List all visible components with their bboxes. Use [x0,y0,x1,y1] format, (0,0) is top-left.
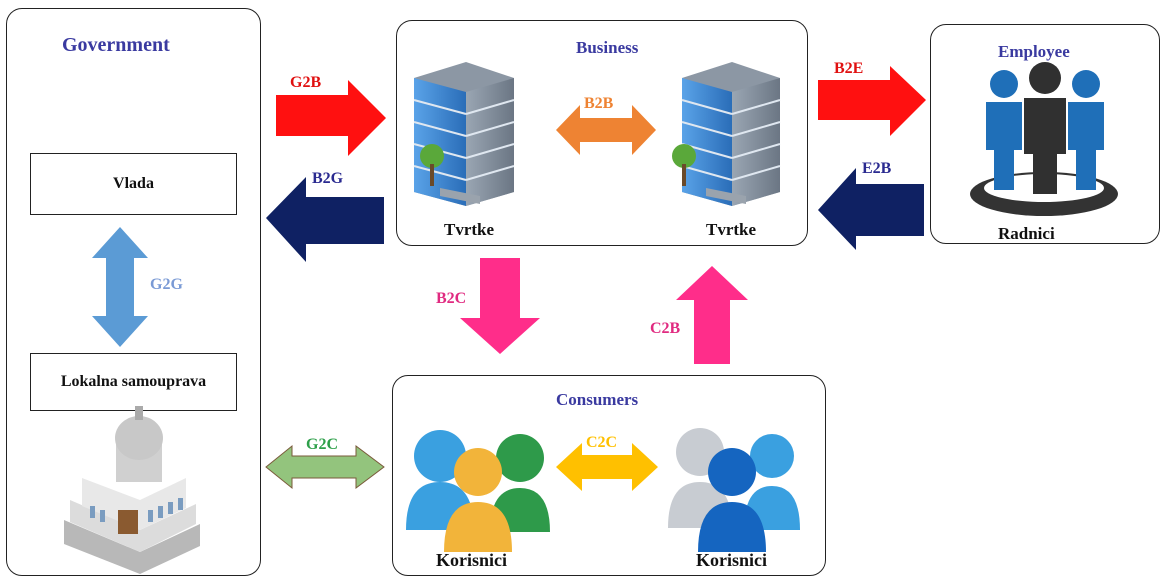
consumers-left-label: Korisnici [436,550,507,570]
consumer-group-icon-right [668,428,800,552]
g2c-arrow [265,444,385,490]
consumers-title: Consumers [556,390,639,409]
lokalna-samouprava-box: Lokalna samouprava [30,353,237,411]
g2c-label: G2C [306,436,338,453]
g2g-label: G2G [150,276,183,293]
government-title: Government [62,34,170,56]
c2c-arrow [556,443,658,491]
g2g-arrow [92,227,148,347]
b2c-label: B2C [436,290,467,307]
employee-group-icon [970,62,1118,216]
vlada-box: Vlada [30,153,237,215]
capitol-building-icon [64,406,200,574]
b2e-arrow [818,66,926,136]
business-left-label: Tvrtke [444,220,495,239]
consumers-right-label: Korisnici [696,550,767,570]
business-right-label: Tvrtke [706,220,757,239]
office-building-icon-left [413,62,515,206]
b2b-label: B2B [584,95,614,112]
b2e-label: B2E [834,60,864,77]
g2b-arrow [276,80,386,156]
g2b-label: G2B [290,74,322,91]
b2g-label: B2G [312,170,344,187]
business-title: Business [576,38,639,57]
e2b-label: E2B [862,160,892,177]
office-building-icon-right [672,62,781,206]
b2c-arrow [460,258,540,354]
b2b-arrow [556,105,656,155]
c2b-label: C2B [650,320,681,337]
c2b-arrow [676,266,748,364]
c2c-label: C2C [586,434,618,451]
employee-title: Employee [998,42,1070,61]
e2b-arrow [818,168,924,250]
employee-label: Radnici [998,224,1055,243]
consumer-group-icon-left [406,430,550,552]
b2g-arrow [266,177,384,262]
